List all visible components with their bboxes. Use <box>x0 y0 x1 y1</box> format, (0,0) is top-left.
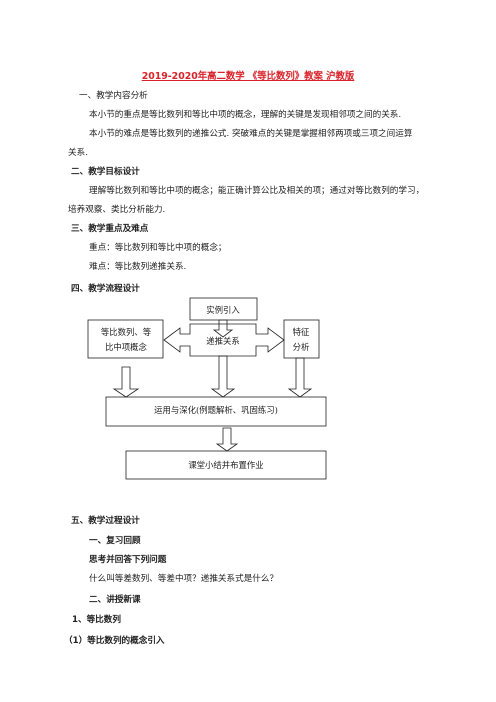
flow-apply-label: 运用与深化(例题解析、巩固练习) <box>154 405 278 415</box>
section-1-paragraph-1: 本小节的重点是等比数列和等比中项的概念，理解的关键是发现相邻项之间的关系. <box>89 110 402 120</box>
flow-arrow-down-right <box>287 357 313 398</box>
flow-summary-label: 课堂小结并布置作业 <box>188 460 263 470</box>
review-subheading: 一、复习回顾 <box>89 536 141 546</box>
flow-box-summary <box>125 450 327 480</box>
flow-concept-label-2: 比中项概念 <box>105 342 147 352</box>
flow-feature-label-1: 特征 <box>293 327 310 337</box>
section-2-heading: 二、教学目标设计 <box>71 167 140 177</box>
section-1-paragraph-2-line-2: 关系. <box>68 148 88 158</box>
section-5-heading: 五、教学过程设计 <box>71 516 140 526</box>
item-1a-concept-intro: （1）等比数列的概念引入 <box>64 636 165 646</box>
new-lesson-subheading: 二、讲授新课 <box>89 595 141 605</box>
flow-box-apply <box>105 396 327 427</box>
section-3-heading: 三、教学重点及难点 <box>71 224 149 234</box>
flow-arrow-down-bottom <box>215 427 239 452</box>
think-prompt: 思考并回答下列问题 <box>89 555 167 565</box>
flow-arrow-down-center <box>210 355 236 398</box>
section-2-line-1: 理解等比数列和等比中项的概念；能正确计算公比及相关的项；通过对等比数列的学习， <box>89 186 425 196</box>
document-title: 2019-2020年高二数学 《等比数列》教案 沪教版 <box>141 71 355 82</box>
section-3-key-point: 重点：等比数列和等比中项的概念； <box>89 243 227 253</box>
flow-box-concept <box>87 319 164 359</box>
section-3-difficulty: 难点：等比数列递推关系. <box>89 262 187 272</box>
review-question: 什么叫等差数列、等差中项？递推关系式是什么？ <box>89 574 279 584</box>
flow-double-arrow <box>163 323 285 357</box>
flow-box-feature <box>283 319 320 359</box>
section-1-heading: 一、教学内容分析 <box>79 91 148 101</box>
flow-concept-label-1: 等比数列、等 <box>101 327 151 337</box>
section-1-paragraph-2-line-1: 本小节的难点是等比数列的递推公式. 突破难点的关键是掌握相邻两项或三项之间运算 <box>89 129 413 139</box>
flow-feature-label-2: 分析 <box>293 342 310 352</box>
flow-arrow-down-top <box>212 319 234 338</box>
flow-recurrence-label: 递推关系 <box>206 336 240 346</box>
item-1-geometric-sequence: 1、等比数列 <box>72 615 121 625</box>
flow-arrow-down-left <box>112 366 140 398</box>
section-2-line-2: 培养观察、类比分析能力. <box>68 205 166 215</box>
flow-intro-label: 实例引入 <box>206 305 240 315</box>
section-4-heading: 四、教学流程设计 <box>71 284 140 294</box>
